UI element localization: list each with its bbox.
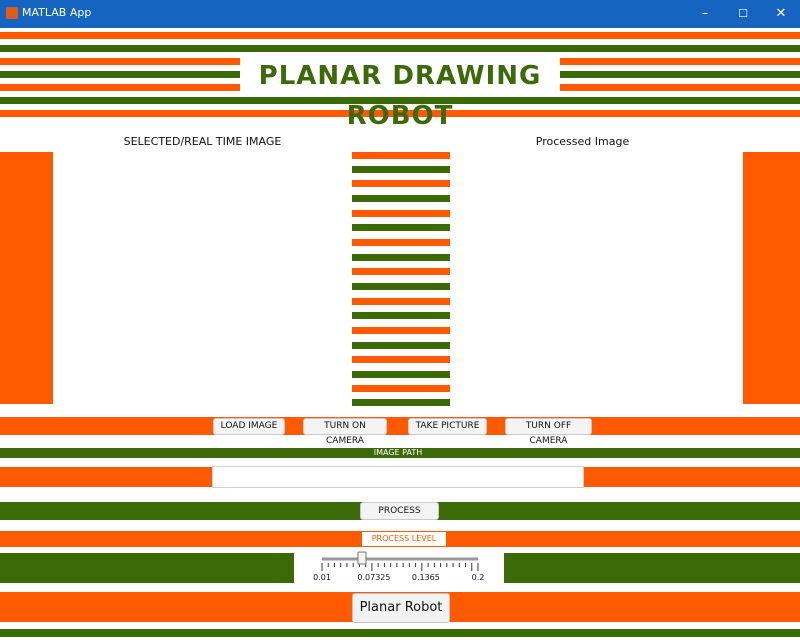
- selected-image-label: SELECTED/REAL TIME IMAGE: [123, 135, 282, 148]
- button-row-band: [0, 417, 800, 435]
- center-stripe: [352, 356, 450, 363]
- center-stripe: [352, 298, 450, 305]
- center-stripe: [352, 312, 450, 319]
- center-stripe: [352, 327, 450, 334]
- slider-thumb[interactable]: [357, 551, 367, 565]
- header-stripe-2: [0, 45, 800, 52]
- image-path-label: IMAGE PATH: [370, 448, 426, 458]
- load-image-button[interactable]: LOAD IMAGE: [213, 418, 285, 435]
- slider-tick-label: 0.07325: [357, 573, 391, 582]
- center-stripe: [352, 371, 450, 378]
- process-button[interactable]: PROCESS: [360, 502, 439, 520]
- image-path-field[interactable]: [212, 466, 584, 488]
- center-stripe: [352, 239, 450, 246]
- close-button[interactable]: ✕: [775, 6, 787, 21]
- turn-off-camera-button[interactable]: TURN OFF CAMERA: [505, 418, 592, 446]
- header-stripe-1: [0, 32, 800, 39]
- center-stripe: [352, 268, 450, 275]
- right-side-block: [743, 152, 800, 404]
- center-stripe: [352, 385, 450, 392]
- selected-image-axes: [56, 152, 348, 404]
- center-stripe: [352, 283, 450, 290]
- center-stripe: [352, 399, 450, 406]
- center-stripe: [352, 224, 450, 231]
- processed-image-axes: [452, 152, 740, 404]
- center-stripe: [352, 152, 450, 159]
- slider-right-band: [504, 553, 800, 583]
- center-stripe: [352, 254, 450, 261]
- slider-tick-label: 0.1365: [411, 573, 440, 582]
- matlab-icon: [6, 7, 18, 19]
- header-stripe-6: [0, 97, 800, 104]
- center-stripe: [352, 180, 450, 187]
- slider-track-svg: [321, 551, 479, 571]
- center-stripe: [352, 166, 450, 173]
- center-stripe: [352, 195, 450, 202]
- turn-on-camera-button[interactable]: TURN ON CAMERA: [303, 418, 387, 446]
- processed-image-label: Processed Image: [535, 135, 630, 148]
- bottom-stripe: [0, 629, 800, 637]
- center-stripe: [352, 342, 450, 349]
- process-level-label: PROCESS LEVEL: [362, 532, 446, 546]
- slider-left-band: [0, 553, 294, 583]
- process-level-slider[interactable]: 0.01 0.07325 0.1365 0.2: [305, 551, 495, 585]
- slider-tick-labels: 0.01 0.07325 0.1365 0.2: [305, 573, 495, 585]
- minimize-button[interactable]: –: [701, 6, 709, 21]
- left-side-block: [0, 152, 53, 404]
- header-stripe-7: [0, 110, 800, 117]
- app-title: PLANAR DRAWING ROBOT: [240, 56, 560, 131]
- center-stripe: [352, 210, 450, 217]
- window-titlebar: MATLAB App – ☐ ✕: [0, 0, 800, 28]
- slider-tick-label: 0.01: [313, 573, 331, 582]
- planar-robot-button[interactable]: Planar Robot: [352, 593, 450, 623]
- take-picture-button[interactable]: TAKE PICTURE: [408, 418, 487, 435]
- maximize-button[interactable]: ☐: [738, 7, 748, 20]
- window-title: MATLAB App: [22, 6, 92, 19]
- slider-tick-label: 0.2: [471, 573, 485, 582]
